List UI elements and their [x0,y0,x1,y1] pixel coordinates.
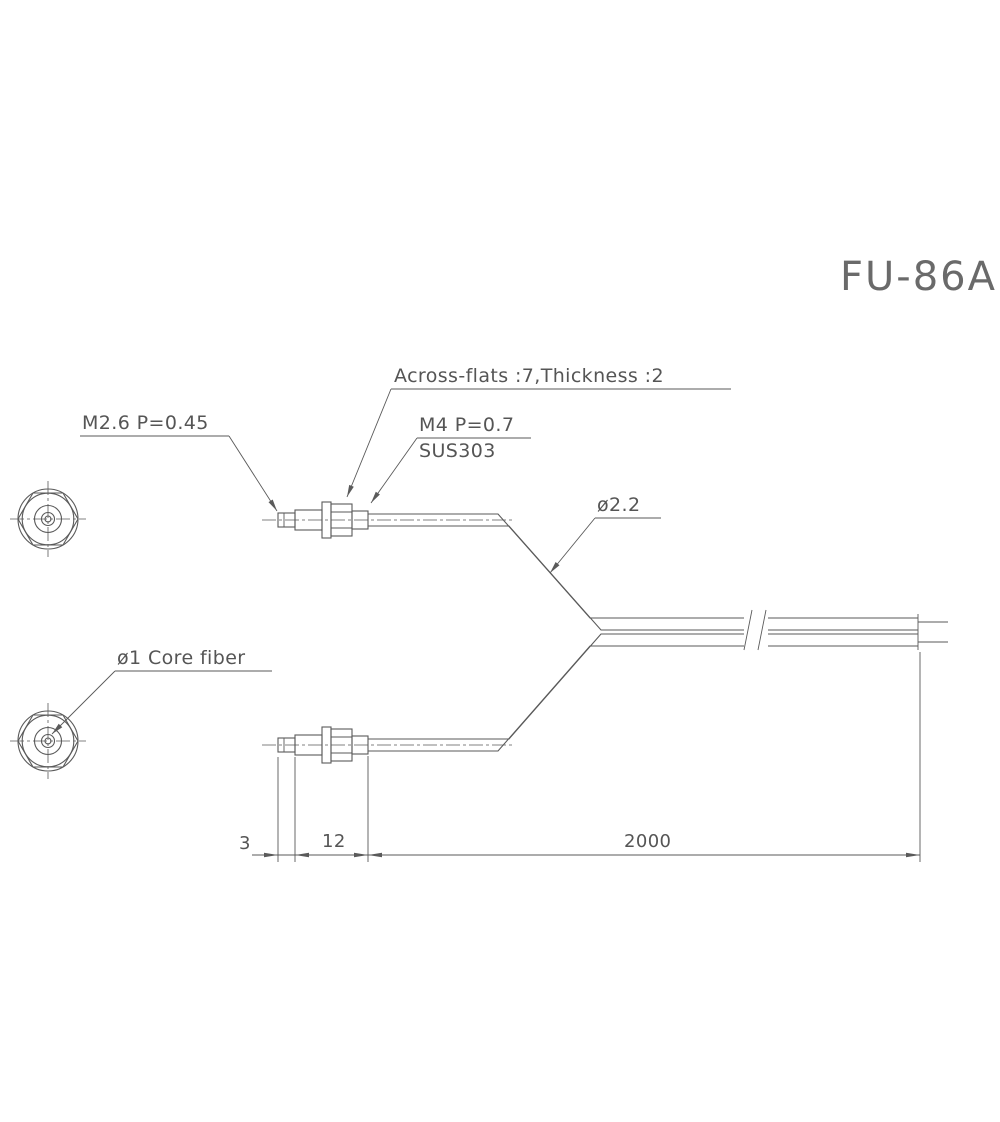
end-view-bottom [10,703,86,779]
cable-top-lower-edge [368,525,918,631]
leader-arrowhead [268,499,277,511]
core-fiber-text: ø1 Core fiber [117,647,246,669]
dim-arrowhead [295,852,309,858]
centerline-cross-bottom [10,703,86,779]
label-cable-dia: ø2.2 [549,494,661,574]
leader-line [549,517,661,574]
fitting-top [262,501,512,539]
dim-arrowhead [906,852,920,858]
leader-arrowhead [371,491,380,503]
thread-circle [33,726,63,756]
thread-circle [33,504,63,534]
label-across-flats: Across-flats :7,Thickness :2 [346,365,731,498]
cable-bottom-lower-edge [368,645,918,752]
cable-assembly [368,513,948,752]
label-thread-m4: M4 P=0.7 [370,414,531,504]
leader-arrowhead [52,723,63,734]
across-flats-text: Across-flats :7,Thickness :2 [394,365,664,387]
drawing-title: FU-86A [840,254,997,300]
label-material: SUS303 [419,440,496,462]
m26-text: M2.6 P=0.45 [82,412,209,434]
leader-arrowhead [550,562,560,573]
leader-line [370,437,531,504]
chamfer-circle [21,714,75,768]
thread-body [351,510,369,530]
dim-arrowhead [354,852,368,858]
fitting-bottom [262,726,512,764]
cable-dia-text: ø2.2 [597,494,640,516]
hex-outline [17,492,79,546]
sleeve-circle [40,733,56,749]
leader-arrowhead [347,484,354,497]
core-circle [44,515,52,523]
dim-arrowhead [368,852,382,858]
dimensions: 3 12 2000 [239,652,921,862]
leader-line [51,670,272,735]
dim-tip-length: 3 [239,833,251,854]
thread-body [351,735,369,755]
label-thread-m26: M2.6 P=0.45 [80,412,278,512]
label-core-fiber: ø1 Core fiber [51,647,272,735]
bare-fiber-ends [918,621,948,643]
cable-top-upper-edge [368,513,918,619]
dim-arrowhead [264,852,278,858]
end-view-top [10,481,86,557]
annotations: Across-flats :7,Thickness :2 M2.6 P=0.45… [51,365,731,735]
leader-line [80,435,278,512]
sleeve-circle [40,511,56,527]
dim-cable-length: 2000 [624,831,671,852]
centerline-cross-top [10,481,86,557]
cable-break-marks [743,609,767,651]
leader-line [346,388,731,498]
cable-bottom-upper-edge [368,633,918,740]
dim-thread-length: 12 [322,831,346,852]
material-text: SUS303 [419,440,496,462]
m4-text: M4 P=0.7 [419,414,514,436]
chamfer-circle [21,492,75,546]
core-circle [44,737,52,745]
hex-outline [17,714,79,768]
extension-lines [277,652,921,862]
